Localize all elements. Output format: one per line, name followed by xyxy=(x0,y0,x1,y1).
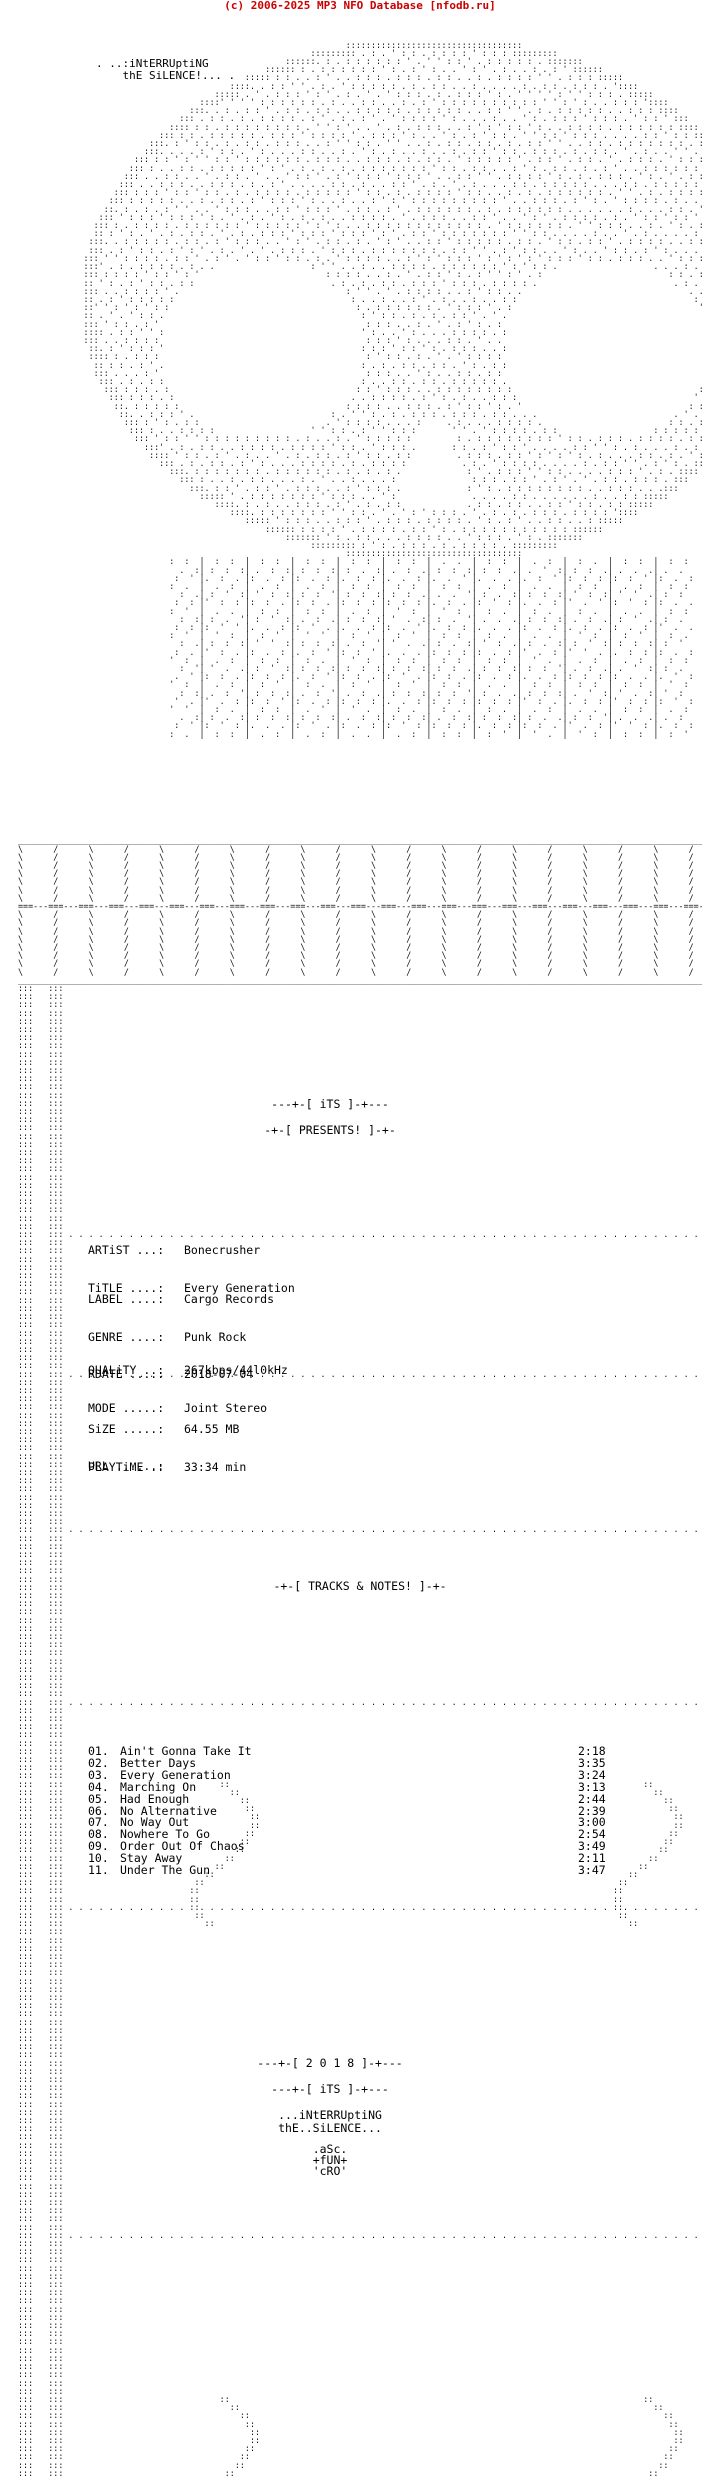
playtime-value: 33:34 min xyxy=(184,1459,247,1474)
track-title: Ain't Gonna Take It xyxy=(120,1744,252,1758)
footer-box: ---+-[ 2 0 1 8 ]-+--- ---+-[ iTS ]-+--- … xyxy=(257,2056,403,2135)
mode-row: MODE .....: Joint Stereo xyxy=(88,1400,608,1415)
quality-row: QUALiTY ..: 267kbps/44l0kHz xyxy=(88,1364,608,1377)
track-number: 02. xyxy=(88,1755,109,1770)
size-value: 64.55 MB xyxy=(184,1422,240,1436)
quality-value: 267kbps/44l0kHz xyxy=(184,1363,288,1377)
track-row: 09. Order Out Of Chaos 3:49 xyxy=(88,1839,618,1854)
size-label: SiZE .....: xyxy=(88,1422,165,1436)
size-info: SiZE .....: 64.55 MB PLAYTiME .: 33:34 min xyxy=(88,1398,608,1486)
track-row: 11. Under The Gun 3:47 xyxy=(88,1863,618,1878)
rdate-label: RDATE ....: xyxy=(88,1367,165,1381)
track-length: 3:47 xyxy=(578,1863,606,1878)
track-number: 06. xyxy=(88,1803,109,1818)
track-length: 3:13 xyxy=(578,1779,606,1794)
track-title: Every Generation xyxy=(120,1767,231,1782)
track-length: 3:35 xyxy=(578,1755,606,1770)
playtime-row: PLAYTiME .: 33:34 min xyxy=(88,1459,608,1474)
mode-label: MODE .....: xyxy=(88,1400,165,1415)
track-number: 07. xyxy=(88,1815,109,1830)
track-title: Marching On xyxy=(120,1779,197,1794)
playtime-label: PLAYTiME .: xyxy=(88,1459,165,1474)
rdate-row: RDATE ....: 2018-07-04 xyxy=(88,1368,608,1381)
track-title: Nowhere To Go xyxy=(120,1827,211,1842)
quality-label: QUALiTY ..: xyxy=(88,1363,165,1377)
track-title: Had Enough xyxy=(120,1791,190,1806)
url-row: URL ......: xyxy=(88,1460,608,1473)
track-length: 2:39 xyxy=(578,1803,606,1818)
title-value: Every Generation xyxy=(184,1280,295,1295)
track-title: Under The Gun xyxy=(120,1863,211,1878)
genre-row: GENRE ....: Punk Rock xyxy=(88,1329,608,1344)
track-number: 03. xyxy=(88,1767,109,1782)
tracks-header: -+-[ TRACKS & NOTES! ]-+- xyxy=(273,1579,447,1593)
track-number: 05. xyxy=(88,1791,109,1806)
track-title: Order Out Of Chaos xyxy=(120,1839,245,1854)
track-row: 10. Stay Away 2:11 xyxy=(88,1851,618,1866)
label-label: LABEL ....: xyxy=(88,1292,165,1306)
quality-info: QUALiTY ..: 267kbps/44l0kHz MODE .....: Jo… xyxy=(88,1339,608,1427)
rdate-value: 2018-07-04 xyxy=(184,1367,254,1381)
track-length: 2:18 xyxy=(578,1744,606,1758)
tracklist: 01. Ain't Gonna Take It 2:18 02. Better Days… xyxy=(88,1744,618,1878)
track-length: 3:00 xyxy=(578,1815,606,1830)
track-row: 05. Had Enough 2:44 xyxy=(88,1791,618,1806)
track-title: Stay Away xyxy=(120,1851,183,1866)
track-title: No Alternative xyxy=(120,1803,217,1818)
track-row: 03. Every Generation 3:24 xyxy=(88,1767,618,1782)
mode-value: Joint Stereo xyxy=(184,1400,268,1415)
track-number: 04. xyxy=(88,1779,109,1794)
presents-box: ---+-[ iTS ]-+--- -+-[ PRESENTS! ]-+- xyxy=(264,1097,396,1137)
track-row: 08. Nowhere To Go 2:54 xyxy=(88,1827,618,1842)
title-row: TiTLE ....: Every Generation xyxy=(88,1280,608,1295)
label-info: LABEL ....: Cargo Records GENRE ....: Punk… xyxy=(88,1268,608,1393)
group-header: . ..:iNtERRUptiNG thE SiLENCE!... . xyxy=(96,57,236,82)
track-row: 07. No Way Out 3:00 xyxy=(88,1817,618,1829)
label-value: Cargo Records xyxy=(184,1292,275,1306)
track-row: 06. No Alternative 2:39 xyxy=(88,1803,618,1818)
track-number: 11. xyxy=(88,1863,109,1878)
url-label: URL ......: xyxy=(88,1459,165,1473)
label-row: LABEL ....: Cargo Records xyxy=(88,1293,608,1306)
track-length: 2:11 xyxy=(578,1851,606,1866)
track-number: 09. xyxy=(88,1839,109,1854)
track-number: 08. xyxy=(88,1827,109,1842)
title-label: TiTLE ....: xyxy=(88,1280,165,1295)
track-length: 3:24 xyxy=(578,1767,606,1782)
track-title: No Way Out xyxy=(120,1815,190,1830)
genre-value: Punk Rock xyxy=(184,1329,247,1344)
url-value[interactable] xyxy=(184,1460,608,1473)
track-title: Better Days xyxy=(120,1755,197,1770)
artist-row: ARTiST ...: Bonecrusher xyxy=(88,1244,608,1257)
ascii-skull-art: ::::::::::::::::::::::::::::::::::: ::::… xyxy=(18,39,702,2477)
track-row: 02. Better Days 3:35 xyxy=(88,1755,618,1770)
size-row: SiZE .....: 64.55 MB xyxy=(88,1423,608,1436)
track-row: 04. Marching On 3:13 xyxy=(88,1779,618,1794)
track-length: 2:54 xyxy=(578,1827,606,1842)
site-banner: (c) 2006-2025 MP3 NFO Database [nfodb.ru… xyxy=(224,0,496,12)
genre-label: GENRE ....: xyxy=(88,1329,165,1344)
artist-label: ARTiST ...: xyxy=(88,1243,165,1257)
url-info: URL ......: xyxy=(88,1435,608,1485)
track-row: 01. Ain't Gonna Take It 2:18 xyxy=(88,1744,618,1758)
track-number: 01. xyxy=(88,1744,109,1758)
credits-box: .aSc. +fUN+ 'cRO' xyxy=(312,2142,348,2178)
track-number: 10. xyxy=(88,1851,109,1866)
track-length: 2:44 xyxy=(578,1791,606,1806)
track-length: 3:49 xyxy=(578,1839,606,1854)
artist-value: Bonecrusher xyxy=(184,1243,261,1257)
release-info: ARTiST ...: Bonecrusher TiTLE ....: Every … xyxy=(88,1219,608,1307)
